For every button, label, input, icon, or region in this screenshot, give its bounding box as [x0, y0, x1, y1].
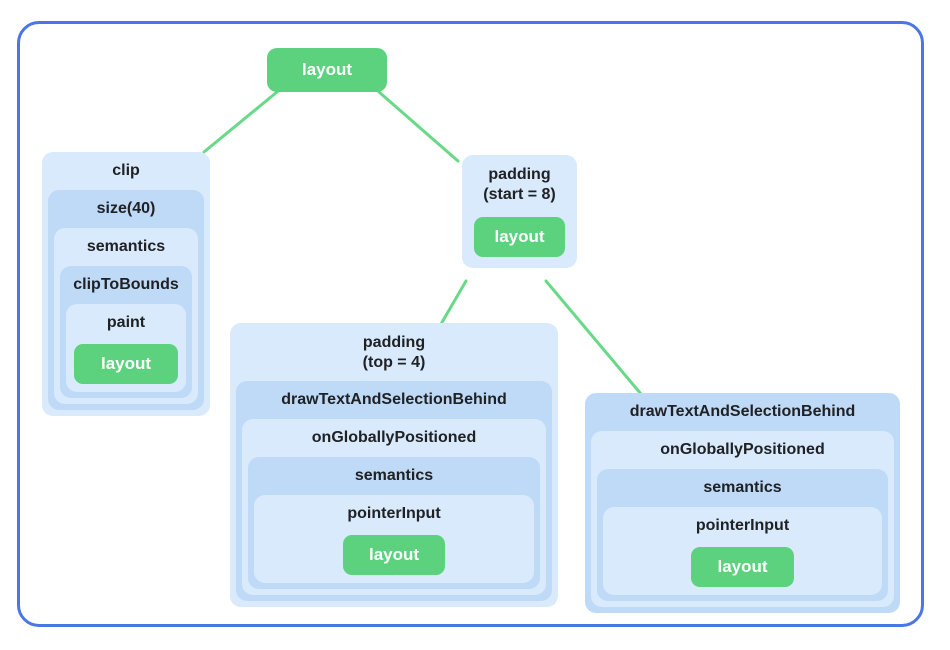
node-padding-start-layout-pill: layout	[474, 217, 565, 257]
node-padding-top-label-line2: (top = 4)	[362, 354, 426, 371]
node-padding-top-label-line1: padding	[362, 334, 426, 351]
node-right-semantics: semantics pointerInput layout	[597, 469, 888, 601]
node-cliptobounds: clipToBounds paint layout	[60, 266, 192, 398]
node-middle-ongloballypositioned-label: onGloballyPositioned	[311, 429, 477, 446]
node-middle-semantics: semantics pointerInput layout	[248, 457, 540, 589]
node-middle-drawtext-label: drawTextAndSelectionBehind	[281, 391, 507, 408]
node-right-ongloballypositioned: onGloballyPositioned semantics pointerIn…	[591, 431, 894, 607]
node-clip-label: clip	[112, 162, 140, 179]
node-middle-semantics-label: semantics	[354, 467, 434, 484]
node-right-pointerinput: pointerInput layout	[603, 507, 882, 595]
node-padding-top-label: padding (top = 4)	[236, 323, 552, 381]
node-right-ongloballypositioned-label: onGloballyPositioned	[660, 441, 825, 458]
node-clip-semantics: semantics clipToBounds paint layout	[54, 228, 198, 404]
node-middle-pointerinput-label: pointerInput	[347, 505, 441, 522]
node-padding-start-label-line2: (start = 8)	[483, 186, 556, 203]
node-right-pointerinput-label: pointerInput	[695, 517, 790, 534]
node-clip-layout-pill: layout	[74, 344, 178, 384]
node-layout-root: layout	[267, 48, 387, 92]
node-right-drawtext-label: drawTextAndSelectionBehind	[629, 403, 856, 420]
node-padding-start-label: padding (start = 8)	[468, 155, 571, 213]
node-right-drawtext: drawTextAndSelectionBehind onGloballyPos…	[585, 393, 900, 613]
node-right-semantics-label: semantics	[703, 479, 782, 496]
diagram-border-frame	[17, 21, 924, 627]
node-middle-drawtext: drawTextAndSelectionBehind onGloballyPos…	[236, 381, 552, 601]
node-paint: paint layout	[66, 304, 186, 392]
node-padding-top: padding (top = 4) drawTextAndSelectionBe…	[230, 323, 558, 607]
node-middle-layout-pill: layout	[342, 535, 446, 575]
node-padding-start-label-line1: padding	[488, 166, 551, 183]
node-middle-pointerinput: pointerInput layout	[254, 495, 534, 583]
node-clip-semantics-label: semantics	[86, 238, 166, 255]
node-paint-label: paint	[106, 314, 146, 331]
node-clip: clip size(40) semantics clipToBounds pai…	[42, 152, 210, 416]
node-size40: size(40) semantics clipToBounds paint la…	[48, 190, 204, 410]
node-cliptobounds-label: clipToBounds	[73, 276, 179, 293]
node-right-layout-pill: layout	[691, 547, 794, 587]
node-size40-label: size(40)	[96, 200, 156, 217]
node-padding-start: padding (start = 8) layout	[462, 155, 577, 268]
node-middle-ongloballypositioned: onGloballyPositioned semantics pointerIn…	[242, 419, 546, 595]
